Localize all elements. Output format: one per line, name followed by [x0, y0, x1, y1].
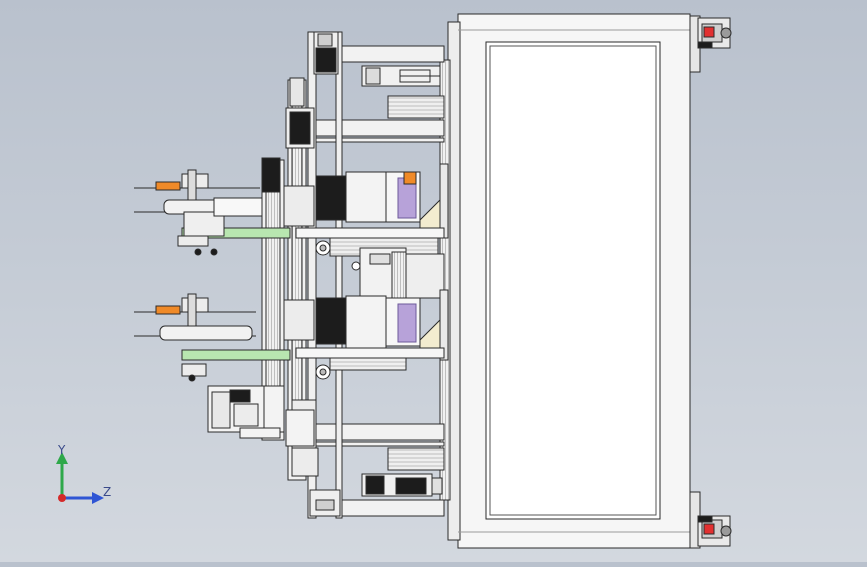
caster-bottom	[689, 491, 732, 549]
lower-spindle	[134, 293, 256, 382]
lower-station	[295, 289, 449, 380]
vertical-tower	[307, 31, 343, 519]
y-axis-label: Y	[57, 443, 66, 457]
upper-spindle	[134, 169, 263, 256]
axis-triad: Y Z	[56, 443, 111, 504]
caster-top	[689, 15, 732, 73]
bottom-motor	[361, 473, 443, 497]
upper-station	[295, 163, 449, 257]
main-cabinet	[439, 13, 691, 549]
drive-unit	[207, 385, 319, 477]
lower-belt	[181, 349, 291, 361]
top-cylinder	[361, 65, 441, 87]
z-axis-label: Z	[103, 485, 111, 499]
upper-belt	[181, 227, 291, 239]
middle-block	[351, 247, 445, 305]
support-rods	[315, 45, 445, 517]
